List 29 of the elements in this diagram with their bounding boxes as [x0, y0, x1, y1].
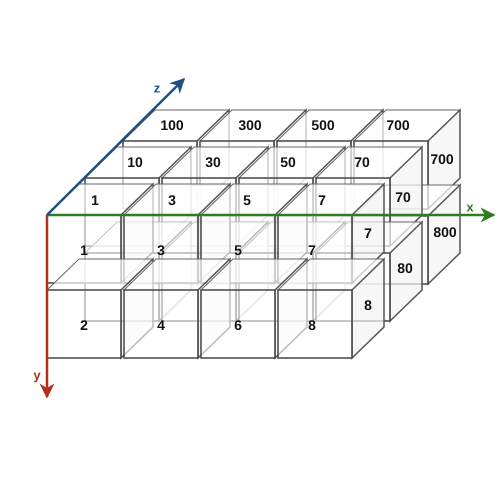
axis-label: y [33, 368, 41, 382]
face-number: 6 [234, 317, 242, 333]
face-number: 10 [127, 154, 143, 170]
face-number: 300 [238, 117, 262, 133]
face-number: 7 [318, 192, 326, 208]
face-number: 8 [308, 317, 316, 333]
face-number: 1 [91, 192, 99, 208]
face-number: 30 [205, 154, 221, 170]
face-number: 500 [311, 117, 335, 133]
face-number: 8 [364, 297, 372, 313]
axis-label: x [466, 200, 474, 214]
face-number: 1 [80, 242, 88, 258]
face-number: 100 [160, 117, 184, 133]
face-number: 3 [157, 242, 165, 258]
axis-label: z [154, 80, 160, 96]
face-number: 50 [280, 154, 296, 170]
face-number: 7 [364, 225, 372, 241]
face-number: 2 [80, 317, 88, 333]
face-number: 3 [168, 192, 176, 208]
face-number: 70 [395, 189, 411, 205]
face-number: 80 [397, 260, 413, 276]
face-number: 800 [433, 224, 457, 240]
face-number: 5 [234, 242, 242, 258]
face-number: 4 [157, 317, 165, 333]
face-number: 70 [354, 154, 370, 170]
face-number: 700 [386, 117, 410, 133]
face-number: 7 [308, 242, 316, 258]
face-number: 700 [430, 151, 454, 167]
face-number: 5 [243, 192, 251, 208]
